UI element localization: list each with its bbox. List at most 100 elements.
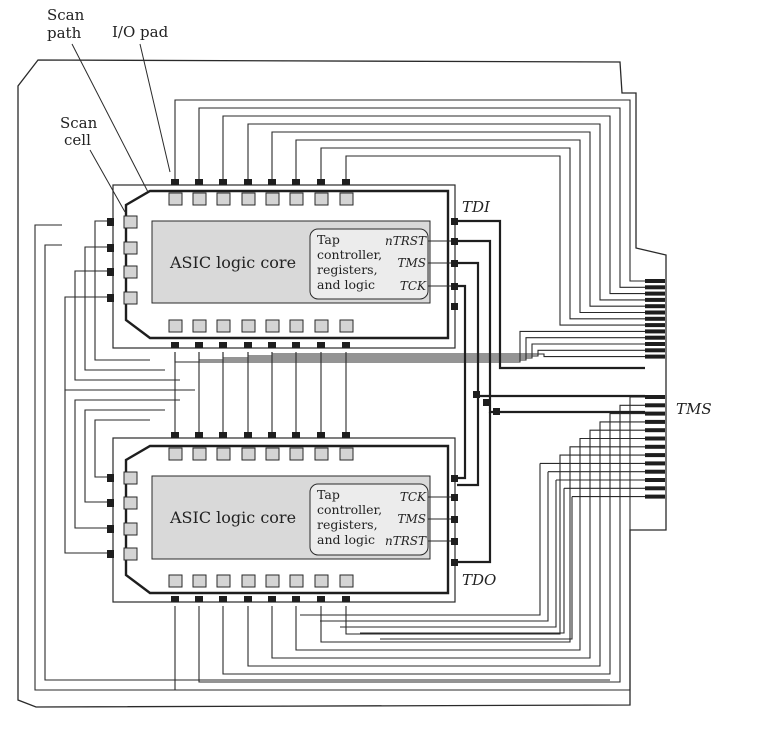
io-pad xyxy=(342,179,350,185)
tap-label-line: Tap xyxy=(317,487,340,502)
tap-signal-tms: TMS xyxy=(397,256,426,270)
route-wire xyxy=(345,454,645,635)
io-pad xyxy=(244,179,252,185)
io-pad xyxy=(451,516,458,523)
connector-pin xyxy=(645,291,665,296)
connector-pin xyxy=(645,395,665,399)
connector-pin xyxy=(645,354,665,359)
scan-cell xyxy=(123,241,138,255)
scan-cell xyxy=(123,265,138,279)
route-wire xyxy=(380,496,645,640)
scan-cell xyxy=(168,192,183,206)
scan-path xyxy=(124,444,450,595)
connector-pin xyxy=(645,486,665,491)
io-pad xyxy=(107,550,114,558)
connector-pin xyxy=(645,428,665,433)
io-pad xyxy=(317,342,325,348)
io-pad xyxy=(268,179,276,185)
connector-pin xyxy=(645,316,665,321)
annotations: Scan path I/O pad Scan cell xyxy=(47,6,171,213)
left-route-wire xyxy=(84,409,165,503)
route-wire xyxy=(174,99,645,282)
io-pad xyxy=(292,179,300,185)
chips: ASIC logic coreTapcontroller,registers,a… xyxy=(107,179,458,603)
edge-connector xyxy=(645,279,665,499)
scan-cell xyxy=(123,496,138,510)
scan-cell xyxy=(168,319,183,333)
left-route-wire xyxy=(44,244,610,681)
scan-path xyxy=(124,189,450,340)
left-route-wire xyxy=(64,389,195,554)
io-pad xyxy=(107,499,114,507)
io-pad xyxy=(195,342,203,348)
io-pad xyxy=(219,342,227,348)
route-wire xyxy=(271,131,645,307)
scan-cell xyxy=(123,522,138,536)
tap-label-line: registers, xyxy=(317,262,378,277)
io-pad xyxy=(107,474,114,482)
scan-cell xyxy=(216,447,231,461)
connector-pin xyxy=(645,304,665,309)
io-pad xyxy=(292,342,300,348)
io-pad xyxy=(292,596,300,602)
io-pad xyxy=(317,596,325,602)
route-wire xyxy=(198,107,645,288)
connector-pin xyxy=(645,461,665,466)
io-pad xyxy=(195,432,203,438)
io-pad xyxy=(195,179,203,185)
io-pad xyxy=(451,494,458,501)
io-pad xyxy=(195,596,203,602)
tap-signal-tck: TCK xyxy=(400,279,427,293)
left-route-wire xyxy=(34,224,620,691)
scan-cell xyxy=(168,447,183,461)
io-pad-pointer xyxy=(139,43,171,173)
tap-label-line: and logic xyxy=(317,532,375,547)
io-pad xyxy=(244,342,252,348)
scan-cell xyxy=(241,574,256,588)
left-route-wire xyxy=(94,419,150,478)
junction-dot xyxy=(483,399,490,406)
connector-pin xyxy=(645,403,665,408)
left-side-routing xyxy=(34,220,620,691)
scan-cell xyxy=(314,574,329,588)
scan-cell xyxy=(123,547,138,561)
scan-cell xyxy=(123,291,138,305)
tap-signal-tms: TMS xyxy=(397,512,426,526)
connector-pin xyxy=(645,335,665,340)
route-wire xyxy=(345,155,645,326)
io-pad xyxy=(451,538,458,545)
junction-dot xyxy=(493,408,500,415)
route-wire xyxy=(320,147,645,320)
tap-controller-box xyxy=(309,228,429,300)
connector-pin xyxy=(645,419,665,424)
io-pad-label: I/O pad xyxy=(112,23,169,41)
io-pad xyxy=(244,432,252,438)
jtag-signal-lines xyxy=(457,219,645,564)
io-pad xyxy=(171,432,179,438)
scan-path-pointer xyxy=(71,43,149,193)
scan-cell xyxy=(241,192,256,206)
scan-cell xyxy=(339,447,354,461)
tms-label: TMS xyxy=(676,400,712,418)
connector-pin xyxy=(645,453,665,458)
scan-cell xyxy=(289,192,304,206)
connector-pin xyxy=(645,329,665,334)
tap-label-line: Tap xyxy=(317,232,340,247)
scan-cell xyxy=(289,574,304,588)
route-wire xyxy=(247,123,645,301)
route-wire xyxy=(222,413,645,675)
asic-chip-bottom: ASIC logic coreTapcontroller,registers,a… xyxy=(107,432,458,603)
left-route-wire xyxy=(84,246,165,371)
core-label: ASIC logic core xyxy=(169,508,296,527)
io-pad xyxy=(107,525,114,533)
scan-cell xyxy=(339,192,354,206)
scan-path-label-line1: Scan xyxy=(47,6,85,24)
scan-cell xyxy=(123,215,138,229)
scan-cell xyxy=(168,574,183,588)
io-pad xyxy=(451,559,458,566)
connector-pin xyxy=(645,436,665,441)
route-wire xyxy=(295,437,645,651)
io-pad xyxy=(451,218,458,225)
